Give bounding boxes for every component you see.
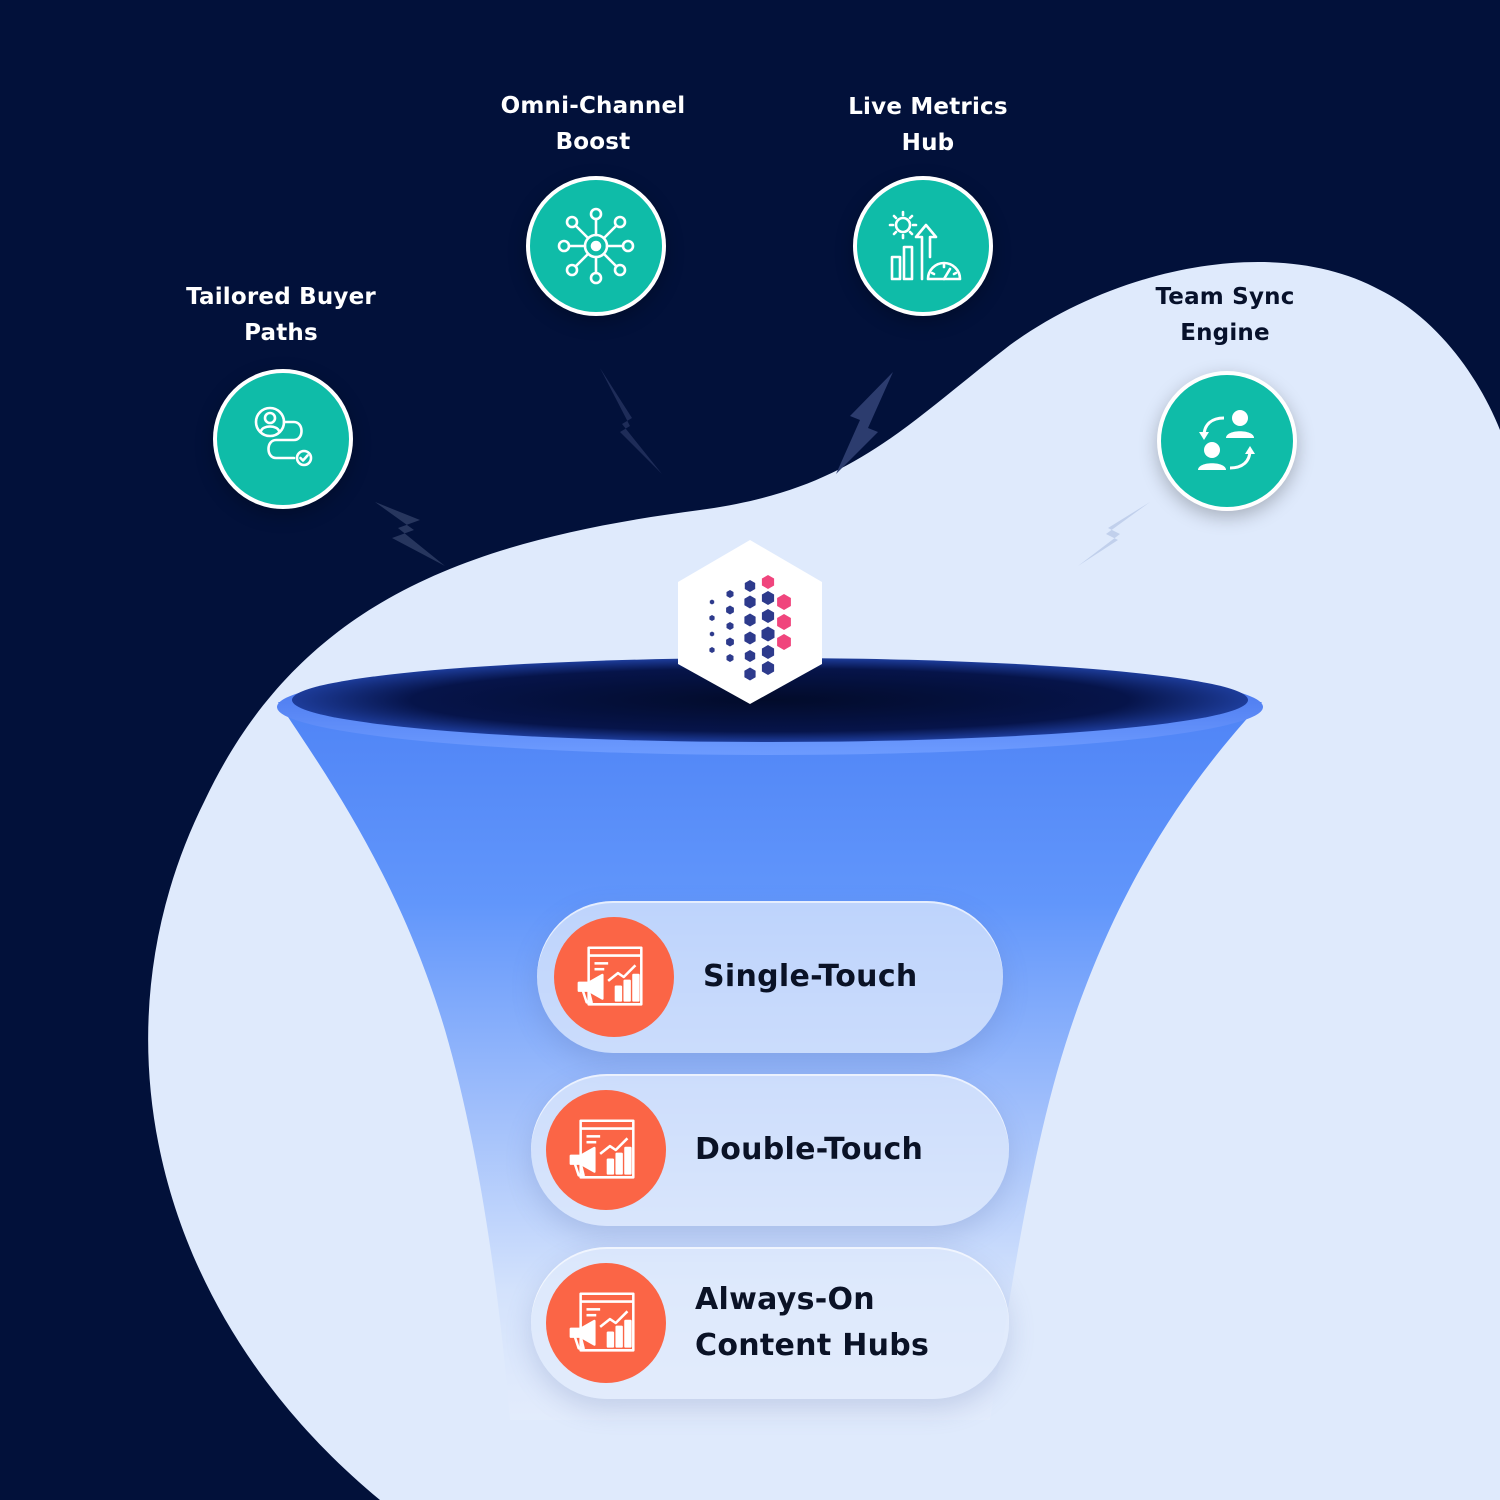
lightning-bolt-1 xyxy=(375,502,445,566)
stage-label: Double-Touch xyxy=(695,1127,923,1173)
lightning-bolt-2 xyxy=(600,368,662,474)
metrics-dashboard-icon xyxy=(853,176,993,316)
stage-always-on-content-hubs: Always-On Content Hubs xyxy=(531,1247,1009,1399)
feature-label-team-sync-engine: Team Sync Engine xyxy=(1115,279,1335,351)
stage-label: Single-Touch xyxy=(703,954,918,1000)
stage-double-touch: Double-Touch xyxy=(531,1074,1009,1226)
marketing-report-icon xyxy=(554,917,674,1037)
user-path-icon xyxy=(213,369,353,509)
stage-label: Always-On Content Hubs xyxy=(695,1277,929,1369)
team-sync-icon xyxy=(1157,371,1297,511)
hexagon-dots-logo xyxy=(676,538,824,706)
marketing-report-icon xyxy=(546,1263,666,1383)
feature-label-live-metrics-hub: Live Metrics Hub xyxy=(818,89,1038,161)
feature-label-tailored-buyer-paths: Tailored Buyer Paths xyxy=(171,279,391,351)
feature-label-omni-channel-boost: Omni-Channel Boost xyxy=(483,88,703,160)
marketing-report-icon xyxy=(546,1090,666,1210)
network-hub-icon xyxy=(526,176,666,316)
stage-single-touch: Single-Touch xyxy=(537,901,1003,1053)
